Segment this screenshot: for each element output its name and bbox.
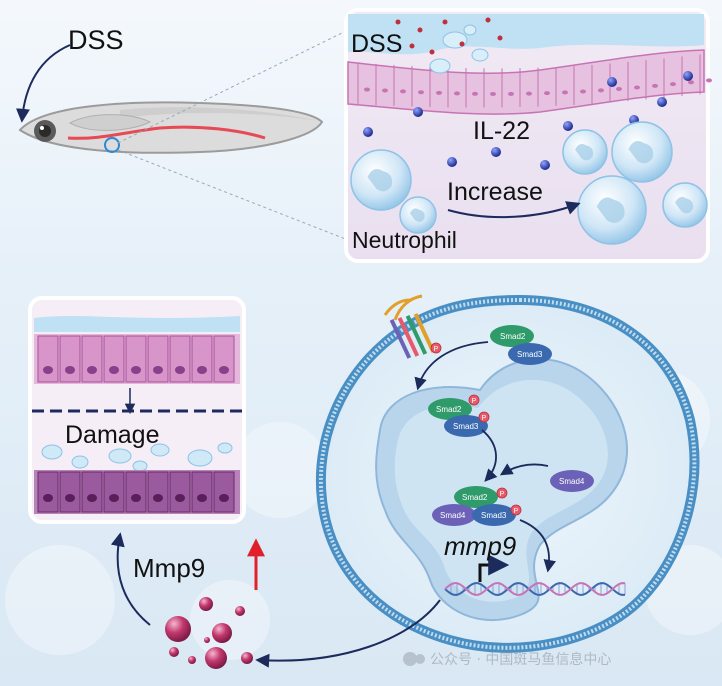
dss-label: DSS xyxy=(68,25,124,55)
smad4-node xyxy=(550,470,594,492)
neutrophil-icon xyxy=(399,196,437,234)
phospho-label: P xyxy=(472,398,477,405)
pathway-arrow xyxy=(499,463,549,476)
neutrophil-label: Neutrophil xyxy=(352,227,457,253)
il22-bead xyxy=(683,71,693,81)
il22-label: IL-22 xyxy=(473,117,530,145)
smad2-label: Smad2 xyxy=(500,332,526,341)
damage-arrow xyxy=(110,532,151,626)
pathway-arrow xyxy=(481,429,498,482)
watermark-text: 公众号 · 中国斑马鱼信息中心 xyxy=(430,651,611,668)
smad3-label: Smad3 xyxy=(453,422,479,431)
mmp9-droplet xyxy=(235,606,245,616)
smad4-node xyxy=(432,504,476,526)
mmp9-gene-label: mmp9 xyxy=(444,531,516,561)
zoom-line xyxy=(117,149,349,241)
pathway-arrow xyxy=(519,519,556,573)
smad2-node xyxy=(428,398,472,420)
neutrophil-icon xyxy=(350,149,412,211)
il22-bead xyxy=(447,157,457,167)
neutrophil-cell xyxy=(315,294,700,653)
smad2-label: Smad2 xyxy=(462,493,488,502)
pathway-arrow xyxy=(414,341,489,391)
smad2-node xyxy=(454,486,498,508)
neutrophil-icon xyxy=(562,129,608,175)
phospho-label: P xyxy=(434,346,439,353)
mmp9-droplet xyxy=(165,616,191,642)
neutrophil-icon xyxy=(611,121,673,183)
intestine-inset xyxy=(344,8,712,263)
mmp9-droplet xyxy=(169,647,179,657)
neutrophil-icon xyxy=(577,175,647,245)
damage-panel xyxy=(28,296,246,524)
smad3-node xyxy=(444,415,488,437)
smad3-label: Smad3 xyxy=(517,350,543,359)
phospho-label: P xyxy=(500,491,505,498)
mmp9-droplet xyxy=(205,647,227,669)
il22-bead xyxy=(413,107,423,117)
phospho-icon xyxy=(468,394,480,406)
increase-label: Increase xyxy=(447,178,543,206)
mmp9-droplet xyxy=(199,597,213,611)
phospho-label: P xyxy=(514,508,519,515)
mmp9-protein-label: Mmp9 xyxy=(133,553,205,583)
phospho-markers: P P P P P xyxy=(430,342,522,516)
transcription-start-arrow xyxy=(478,554,510,582)
il22-bead xyxy=(491,147,501,157)
phospho-icon xyxy=(478,411,490,423)
secretion-arrow xyxy=(255,599,441,668)
dss-arrow xyxy=(15,44,71,123)
mmp9-droplets xyxy=(165,597,253,669)
phospho-icon xyxy=(496,487,508,499)
zebrafish-larva xyxy=(18,101,324,154)
il22-bead xyxy=(657,97,667,107)
intestine-highlight xyxy=(104,137,120,153)
dna-helix xyxy=(444,582,626,596)
smad2-label: Smad2 xyxy=(436,405,462,414)
increase-arrow xyxy=(447,201,581,219)
mmp9-droplet xyxy=(188,656,196,664)
il22-bead xyxy=(363,127,373,137)
smad3-label: Smad3 xyxy=(481,511,507,520)
phospho-label: P xyxy=(482,415,487,422)
il22-bead xyxy=(540,160,550,170)
smad3-node xyxy=(508,343,552,365)
mmp9-droplet xyxy=(241,652,253,664)
smad3-node xyxy=(472,504,516,526)
neutrophil-icon xyxy=(662,182,708,228)
smad4-label: Smad4 xyxy=(559,477,585,486)
zoom-line xyxy=(117,29,349,144)
dss-inset-label: DSS xyxy=(351,30,402,58)
il22-bead xyxy=(607,77,617,87)
il22-bead xyxy=(563,121,573,131)
smad2-node xyxy=(490,325,534,347)
phospho-icon xyxy=(510,504,522,516)
smad-complexes: Smad2 Smad3 Smad2 Smad3 Smad4 Smad2 Smad… xyxy=(428,325,594,526)
mmp9-droplet xyxy=(204,637,210,643)
smad4-label: Smad4 xyxy=(440,511,466,520)
mmp9-droplet xyxy=(212,623,232,643)
damage-label: Damage xyxy=(65,421,160,449)
phospho-icon xyxy=(430,342,442,354)
watermark: 公众号 · 中国斑马鱼信息中心 xyxy=(403,651,611,668)
receptor-icon xyxy=(383,294,436,359)
